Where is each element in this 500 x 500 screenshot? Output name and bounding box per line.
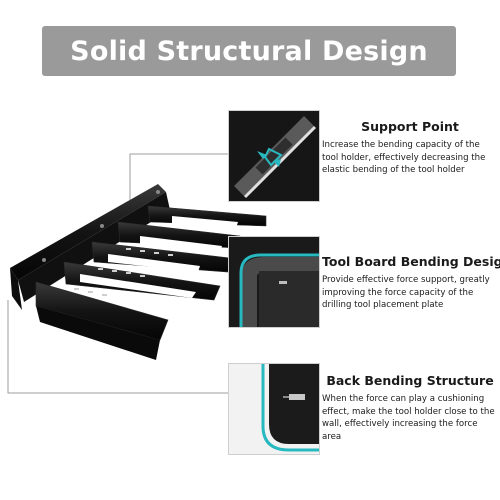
feature-description: Provide effective force support, greatly…	[322, 275, 490, 311]
tool-rack-image	[10, 184, 267, 360]
feature-description: Increase the bending capacity of the too…	[322, 140, 486, 176]
feature-title: Tool Board Bending Design	[322, 254, 500, 269]
reinforcement-arrows-icon	[229, 111, 319, 201]
title-banner: Solid Structural Design	[42, 26, 456, 76]
feature-card-tool-board: Tool Board Bending Design Provide effect…	[322, 254, 500, 312]
back-bending-detail-photo	[228, 363, 320, 455]
feature-title: Support Point	[361, 119, 459, 134]
support-point-detail-photo	[228, 110, 320, 202]
callout-line-support	[129, 153, 230, 218]
feature-title: Back Bending Structure	[326, 373, 494, 388]
feature-card-support-point: Support Point Increase the bending capac…	[322, 119, 498, 177]
bent-edge-highlight-icon	[229, 237, 319, 327]
feature-description: When the force can play a cushioning eff…	[322, 394, 495, 442]
tool-board-detail-photo	[228, 236, 320, 328]
callout-line-back	[7, 300, 228, 394]
back-bend-bolt-icon	[229, 364, 319, 454]
feature-card-back-bending: Back Bending Structure When the force ca…	[322, 373, 498, 443]
banner-title: Solid Structural Design	[70, 35, 428, 67]
